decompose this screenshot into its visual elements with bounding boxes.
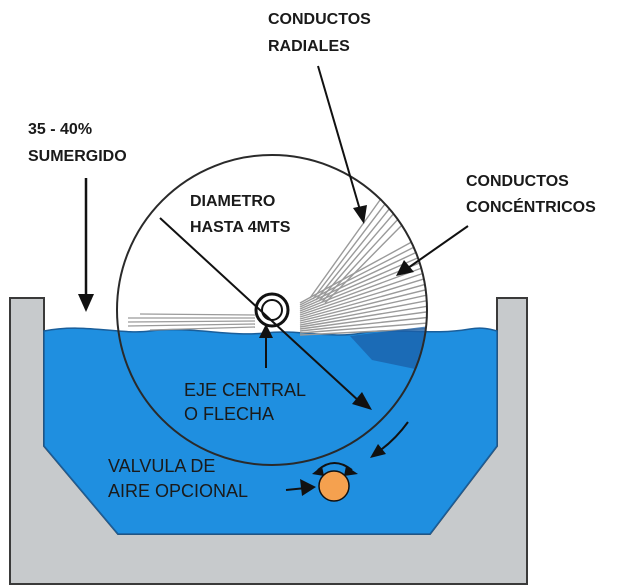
submerged-arrow-head [78,294,94,312]
disk [116,154,428,466]
diameter-line [159,217,361,403]
water [43,327,498,535]
radial-arrow-head [353,205,367,224]
concentric-ducts [299,199,427,336]
concentric-arrow-line [407,225,469,269]
diameter-label-2: HASTA 4MTS [190,219,291,236]
submerged-label-1: 35 - 40% [28,121,92,138]
central-shaft [254,292,290,328]
concentric-label-2: CONCÉNTRICOS [466,197,596,216]
radial-label-1: CONDUCTOS [268,11,371,28]
valve-label-1: VALVULA DE [108,456,215,476]
radial-label-2: RADIALES [268,38,350,55]
concentric-label-1: CONDUCTOS [466,173,569,190]
valve-arrow-left [312,466,324,476]
concentric-arrow-head [396,260,414,276]
submerged-disk-segment [350,326,427,370]
shaft-arrow-head [259,324,273,338]
axis-label-1: EJE CENTRAL [184,380,306,400]
air-valve [318,470,350,502]
diameter-arrow-head [352,392,372,410]
rotation-arrow-head [370,444,386,458]
radial-arrow-line [317,65,361,211]
valve-arrow-right [344,466,358,476]
radial-ducts-left [127,313,256,331]
valve-label-2: AIRE OPCIONAL [108,481,248,501]
diameter-label-1: DIAMETRO [190,193,275,210]
axis-label-2: O FLECHA [184,404,274,424]
valve-arrow-head [300,479,316,496]
submerged-label-2: SUMERGIDO [28,148,127,165]
